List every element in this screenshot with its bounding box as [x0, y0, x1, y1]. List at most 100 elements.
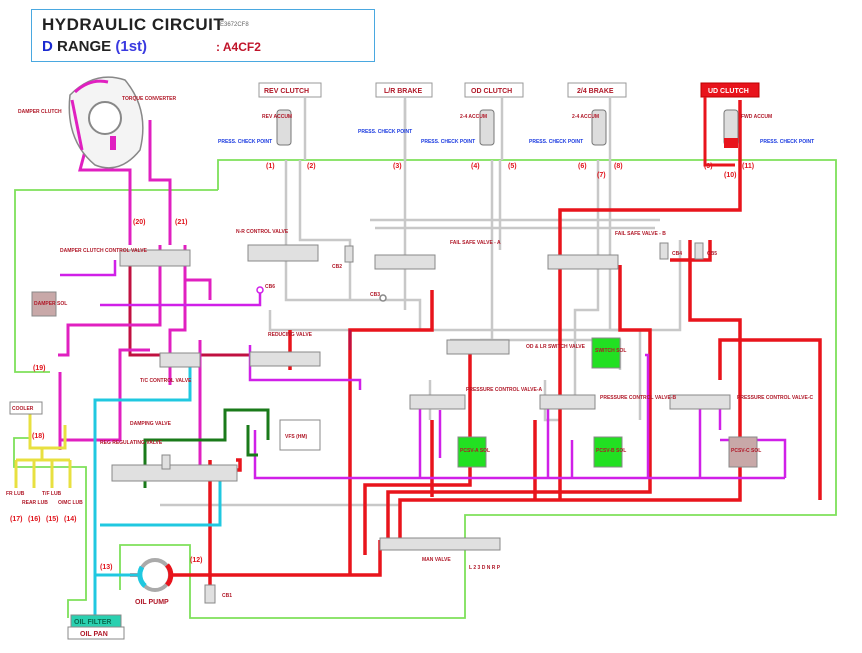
torque-converter: TORQUE CONVERTER DAMPER CLUTCH [18, 76, 176, 169]
label-regulating-valve: REG REGULATING VALVE [100, 440, 163, 446]
label-lube: FR LUB [6, 491, 25, 497]
accum-label: REV ACCUM [262, 114, 292, 120]
drain-lines [13, 159, 837, 619]
port-number: (3) [393, 163, 402, 170]
label-fail-safe-valve-b: FAIL SAFE VALVE - B [615, 231, 666, 237]
check-point-label: PRESS. CHECK POINT [421, 139, 475, 145]
port-number: (9) [704, 163, 713, 170]
label-od-lr-switch-valve: OD & LR SWITCH VALVE [526, 344, 586, 350]
title-box: HYDRAULIC CIRCUIT E3672CF8 D RANGE (1st)… [31, 9, 375, 62]
clutch-label: UD CLUTCH [708, 88, 749, 95]
regulating-valve [111, 464, 238, 482]
label-damping-valve: DAMPING VALVE [130, 421, 172, 427]
port-number: (15) [46, 516, 58, 523]
label-cb: CB6 [265, 284, 275, 290]
check-ball-symbols [256, 286, 387, 302]
label-damper-clutch-control-valve: DAMPER CLUTCH CONTROL VALVE [60, 248, 148, 254]
port-number: (21) [175, 219, 187, 226]
reducing-valve [249, 351, 321, 367]
diagram-code: E3672CF8 [220, 22, 249, 28]
label-oil-pump: OIL PUMP [135, 599, 169, 606]
label-pcsv-c: PCSV-C SOL [731, 448, 761, 454]
model-label: : A4CF2 [216, 40, 261, 54]
clutch-label: 2/4 BRAKE [577, 88, 614, 95]
port-number: (18) [32, 433, 44, 440]
label-cb: CB3 [370, 292, 380, 298]
port-number: (11) [742, 163, 754, 170]
damper-clutch-control-valve [119, 249, 191, 267]
pressure-control-valve-c [669, 394, 731, 410]
pressure-control-valve-b [539, 394, 596, 410]
label-pressure-control-valve-c: PRESSURE CONTROL VALVE-C [737, 395, 814, 401]
regulated-lines [143, 408, 270, 488]
clutch-label: L/R BRAKE [384, 88, 422, 95]
valve-bodies [111, 242, 731, 604]
label-manual-valve: MAN VALVE [422, 557, 451, 563]
clutch-ud-clutch: UD CLUTCH [700, 82, 760, 98]
label-fail-safe-valve-a: FAIL SAFE VALVE - A [450, 240, 501, 246]
suction-lines [93, 360, 222, 620]
pressure-control-valve-a [409, 394, 466, 410]
clutch-lr-brake: L/R BRAKE [375, 82, 433, 98]
label-oil-pan: OIL PAN [80, 631, 108, 638]
solenoids [9, 291, 758, 640]
clutch-rev-clutch: REV CLUTCH [258, 82, 322, 98]
port-number: (13) [100, 564, 112, 571]
check-point-label: PRESS. CHECK POINT [358, 129, 412, 135]
port-number: (5) [508, 163, 517, 170]
oil-pump [137, 558, 174, 592]
od-lr-switch-valve [446, 339, 510, 355]
label-cooler: COOLER [12, 406, 34, 412]
port-number: (4) [471, 163, 480, 170]
manual-positions: L 2 3 D N R P [469, 565, 501, 571]
label-reducing-valve: REDUCING VALVE [268, 332, 313, 338]
accumulators [276, 109, 739, 148]
lube-lines [14, 410, 72, 488]
fail-safe-valve-a [374, 254, 436, 270]
range-label: D RANGE (1st) [42, 38, 147, 55]
manual-valve [379, 537, 501, 551]
clutch-label: OD CLUTCH [471, 88, 512, 95]
label-pressure-control-valve-a: PRESSURE CONTROL VALVE-A [466, 387, 543, 393]
clutch-boxes: REV CLUTCH L/R BRAKE OD CLUTCH 2/4 BRAKE… [258, 82, 760, 167]
diagram-title: HYDRAULIC CIRCUIT [42, 15, 225, 34]
port-number: (6) [578, 163, 587, 170]
port-number: (7) [597, 172, 606, 179]
fail-safe-valve-b [547, 254, 619, 270]
label-cb: CB4 [672, 251, 682, 257]
range-letter: D [42, 38, 53, 55]
clutch-od-clutch: OD CLUTCH [464, 82, 524, 98]
clutch-24-brake: 2/4 BRAKE [567, 82, 627, 98]
port-number: (19) [33, 365, 45, 372]
port-number: (20) [133, 219, 145, 226]
label-cb: CB5 [707, 251, 717, 257]
port-number: (16) [28, 516, 40, 523]
accum-label: 2-4 ACCUM [460, 114, 487, 120]
port-number: (1) [266, 163, 275, 170]
port-number: (12) [190, 557, 202, 564]
accum-label: FWD ACCUM [741, 114, 772, 120]
accum-label: 2-4 ACCUM [572, 114, 599, 120]
valve-labels: DAMPER CLUTCH CONTROL VALVE N-R CONTROL … [6, 229, 814, 638]
damper-clutch-label: DAMPER CLUTCH [18, 109, 62, 115]
nr-control-valve [247, 244, 319, 262]
port-number: (8) [614, 163, 623, 170]
label-cb: CB2 [332, 264, 342, 270]
label-cb: CB1 [222, 593, 232, 599]
label-damper-sol: DAMPER SOL [34, 301, 67, 307]
port-number: (2) [307, 163, 316, 170]
clutch-label: REV CLUTCH [264, 88, 309, 95]
label-tc-control-valve: T/C CONTROL VALVE [140, 378, 192, 384]
label-pcsv-b: PCSV-B SOL [596, 448, 626, 454]
label-lube: REAR LUB [22, 500, 48, 506]
label-switch-sol: SWITCH SOL [595, 348, 626, 354]
damper-clutch-lines [58, 120, 212, 470]
port-number: (17) [10, 516, 22, 523]
label-lube: T/F LUB [42, 491, 62, 497]
port-number: (14) [64, 516, 76, 523]
label-pcsv-a: PCSV-A SOL [460, 448, 490, 454]
range-word: RANGE [57, 38, 112, 55]
port-numbers: (1) (2) (3) (4) (5) (6) (7) (8) (9) (10)… [10, 163, 754, 571]
